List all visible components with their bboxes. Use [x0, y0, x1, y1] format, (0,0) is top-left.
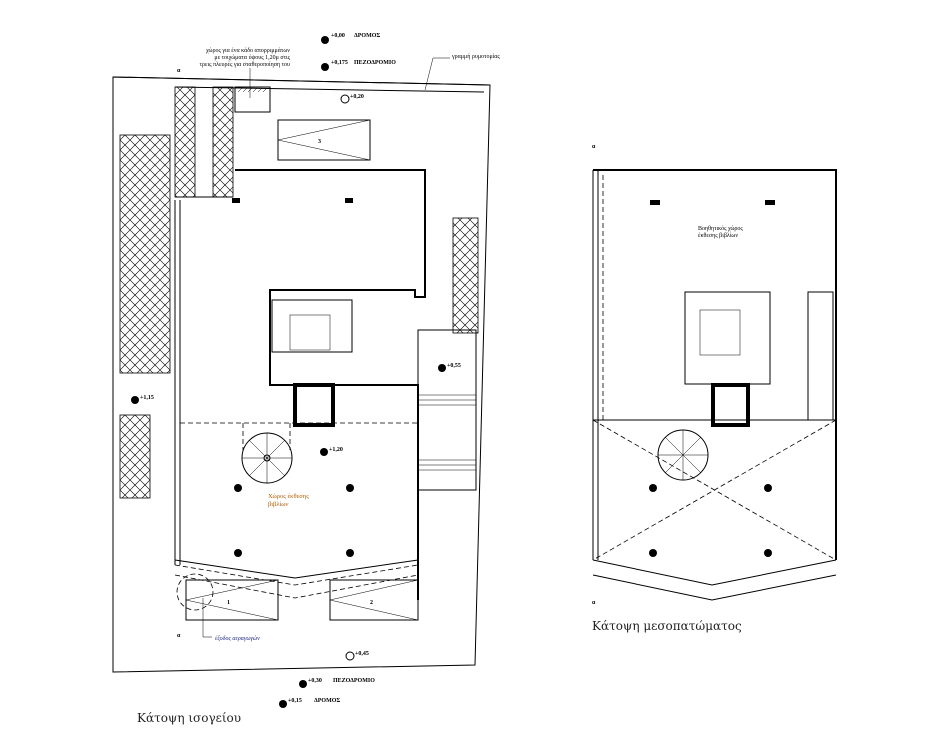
- parking-3-label: 3: [318, 139, 321, 145]
- ground-floor-title: Κάτοψη ισογείου: [137, 711, 241, 725]
- level-hall: +1,20: [329, 447, 343, 453]
- label-sidewalk-bottom: ΠΕΖΟΔΡΟΜΙΟ: [333, 678, 375, 684]
- label-road-top: ΔΡΟΜΟΣ: [354, 33, 380, 39]
- section-mark-top: α: [177, 68, 181, 74]
- room-label-2: βιβλίων: [268, 501, 289, 508]
- note-air-exit: έξοδος αεραγωγών: [215, 635, 260, 642]
- mezzanine-plan: Βοηθητικός χώρος έκθεσης βιβλίων α α Κάτ…: [592, 144, 837, 633]
- parking-2-label: 2: [370, 600, 373, 606]
- level-road-bottom: +0,15: [288, 698, 302, 704]
- note-bin-1: χώρος για ένα κάδο απορριμμάτων: [206, 48, 290, 54]
- level-left-room: +1,15: [140, 395, 154, 401]
- stair-core-mezz: [684, 291, 771, 385]
- note-bin-2: με τοιχώματα ύψους 1,20μ στις: [214, 55, 290, 61]
- ground-floor-plan: +0,00 ΔΡΟΜΟΣ +0,175 ΠΕΖΟΔΡΟΜΙΟ +0,20 +0,…: [112, 33, 500, 725]
- note-building-line: γραμμή ρυμοτομίας: [451, 54, 500, 60]
- bin-enclosure: [234, 86, 271, 113]
- mezz-room-label-1: Βοηθητικός χώρος: [698, 226, 743, 232]
- room-label-1: Χώρος έκθεσης: [268, 493, 309, 500]
- elevator-shaft: [293, 383, 335, 427]
- level-road-top: +0,00: [331, 33, 345, 39]
- hatched-wall-left: [119, 134, 171, 374]
- parking-3: [277, 119, 371, 161]
- parking-2: [329, 579, 419, 621]
- mezz-section-mark-bottom: α: [592, 600, 596, 606]
- mezzanine-title: Κάτοψη μεσοπατώματος: [592, 619, 742, 633]
- stair-core: [271, 299, 353, 353]
- level-bottom-yard: +0,45: [355, 651, 369, 657]
- label-sidewalk-top: ΠΕΖΟΔΡΟΜΙΟ: [354, 60, 396, 66]
- parking-1-label: 1: [227, 600, 230, 606]
- wc-block: [807, 291, 834, 421]
- section-mark-bottom: α: [177, 633, 181, 639]
- columns: [232, 198, 354, 557]
- mezz-section-mark-top: α: [592, 144, 596, 150]
- note-bin-3: τρεις πλευρές για σταθεροποίηση του: [200, 62, 290, 68]
- level-sidewalk-bottom: +0,30: [308, 678, 322, 684]
- label-road-bottom: ΔΡΟΜΟΣ: [314, 698, 340, 704]
- level-markers: [131, 36, 446, 708]
- level-side: +0,55: [447, 363, 461, 369]
- mezz-room-label-2: έκθεσης βιβλίων: [698, 233, 738, 239]
- level-sidewalk-top: +0,175: [331, 60, 348, 66]
- level-entry: +0,20: [350, 94, 364, 100]
